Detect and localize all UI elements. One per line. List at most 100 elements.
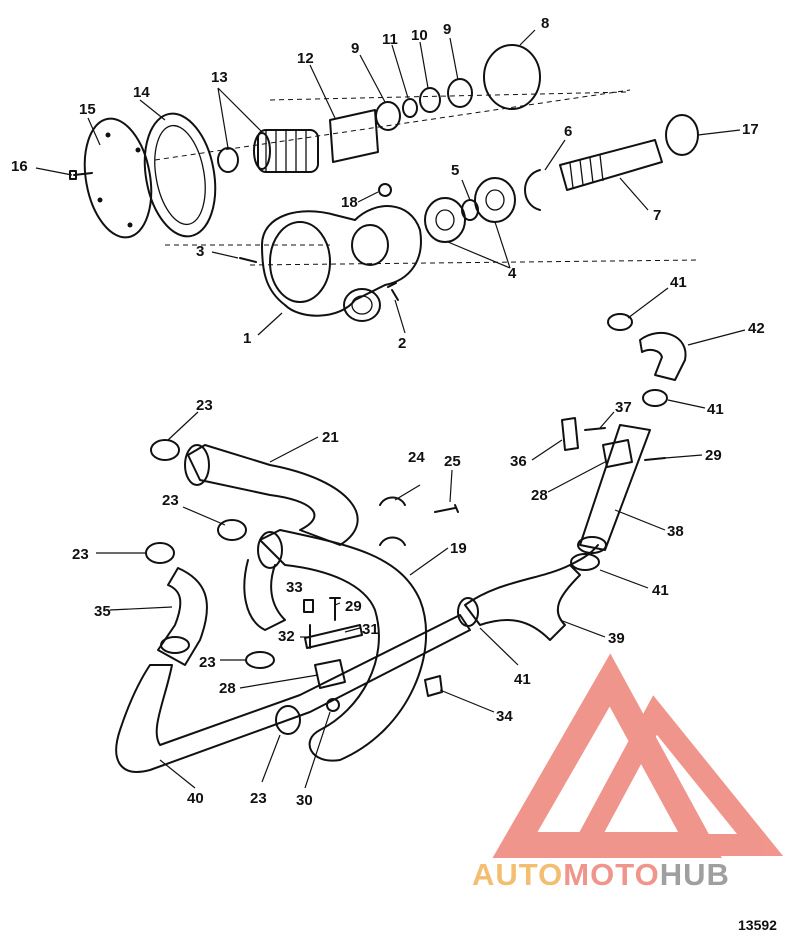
- callout-6: 6: [564, 123, 572, 140]
- part-16-screw: [69, 170, 93, 180]
- callout-29a: 29: [345, 598, 362, 615]
- part-6-snap-ring: [524, 169, 541, 211]
- part-4-bearing-b: [474, 177, 516, 223]
- part-23-clamp-d: [245, 651, 275, 669]
- callout-31: 31: [362, 621, 379, 638]
- callout-30: 30: [296, 792, 313, 809]
- watermark-logo: AUTOMOTOHUB: [472, 653, 784, 892]
- part-11-ring: [402, 98, 418, 118]
- part-17-ring: [665, 114, 699, 156]
- callout-23b: 23: [162, 492, 179, 509]
- part-15-cover-plate: [83, 117, 153, 239]
- watermark-moto: MOTO: [563, 857, 659, 892]
- part-19-tube: [259, 529, 428, 762]
- part-29-screw-a: [329, 597, 341, 621]
- callout-28b: 28: [531, 487, 548, 504]
- callout-1: 1: [243, 330, 251, 347]
- callout-15: 15: [79, 101, 96, 118]
- callout-3: 3: [196, 243, 204, 260]
- callout-42: 42: [748, 320, 765, 337]
- part-42-elbow: [639, 331, 687, 381]
- part-14-gasket: [143, 112, 217, 238]
- callout-13: 13: [211, 69, 228, 86]
- hose-assembly: [115, 313, 687, 773]
- callout-7: 7: [653, 207, 661, 224]
- callout-41a: 41: [670, 274, 687, 291]
- callout-23d: 23: [199, 654, 216, 671]
- callout-40: 40: [187, 790, 204, 807]
- callout-38: 38: [667, 523, 684, 540]
- callout-19: 19: [450, 540, 467, 557]
- part-4-bearing-a: [424, 197, 466, 243]
- callout-36: 36: [510, 453, 527, 470]
- part-2-screw: [387, 282, 399, 301]
- part-1-pump-body: [261, 205, 422, 317]
- part-13-impeller: [257, 129, 319, 173]
- part-28-clamp-a: [314, 659, 346, 689]
- callout-14: 14: [133, 84, 150, 101]
- part-40-tube: [115, 614, 471, 773]
- part-9-seal-b: [447, 78, 473, 108]
- callout-18: 18: [341, 194, 358, 211]
- part-35-hose: [157, 567, 208, 666]
- part-25-screw: [434, 504, 459, 513]
- callout-41b: 41: [707, 401, 724, 418]
- part-30-nut: [326, 698, 340, 712]
- callout-24: 24: [408, 449, 425, 466]
- callout-10: 10: [411, 27, 428, 44]
- callout-4: 4: [508, 265, 517, 282]
- callout-23c: 23: [72, 546, 89, 563]
- callout-labels: 1 2 3 4 5 6 7 8 9 10 11 9 12 13 14 15 16…: [11, 15, 765, 809]
- callout-25: 25: [444, 453, 461, 470]
- part-23-clamp-a: [150, 439, 180, 461]
- callout-23e: 23: [250, 790, 267, 807]
- callout-29b: 29: [705, 447, 722, 464]
- part-41-clamp-d: [457, 597, 479, 627]
- part-1-face: [269, 221, 331, 303]
- callout-35: 35: [94, 603, 111, 620]
- part-29-screw-b: [644, 457, 666, 461]
- figure-number: 13592: [738, 917, 777, 933]
- part-13-insert: [217, 147, 239, 173]
- part-23-clamp-f: [160, 636, 190, 654]
- part-28-clamp-b: [602, 439, 633, 468]
- part-8-oring: [483, 44, 541, 110]
- callout-8: 8: [541, 15, 549, 32]
- part-23-clamp-c: [145, 542, 175, 564]
- callout-9b: 9: [351, 40, 359, 57]
- callout-17: 17: [742, 121, 759, 138]
- part-41-clamp-a: [607, 313, 633, 331]
- part-23-clamp-b: [217, 519, 247, 541]
- part-41-clamp-c: [570, 553, 600, 571]
- part-34-fitting: [424, 675, 443, 697]
- part-31-bracket: [304, 624, 363, 649]
- leader-lines: [35, 29, 746, 789]
- callout-16: 16: [11, 158, 28, 175]
- callout-37: 37: [615, 399, 632, 416]
- callout-41d: 41: [514, 671, 531, 688]
- part-36-bracket: [561, 417, 579, 451]
- callout-34: 34: [496, 708, 513, 725]
- callout-32: 32: [278, 628, 295, 645]
- callout-21: 21: [322, 429, 339, 446]
- part-23-clamp-e: [275, 705, 301, 735]
- callout-5: 5: [451, 162, 459, 179]
- part-12-cam: [329, 109, 379, 163]
- callout-2: 2: [398, 335, 406, 352]
- watermark-text-auto: AUTOMOTOHUB: [472, 857, 730, 892]
- callout-12: 12: [297, 50, 314, 67]
- part-9-seal-a: [375, 101, 401, 131]
- watermark-auto: AUTO: [472, 857, 563, 892]
- callout-28a: 28: [219, 680, 236, 697]
- part-24-clip: [379, 496, 406, 546]
- part-7-shaft: [559, 139, 663, 191]
- part-21-hose: [187, 444, 359, 546]
- part-33-nut: [303, 599, 314, 613]
- callout-33: 33: [286, 579, 303, 596]
- part-37-screw: [584, 427, 606, 431]
- callout-39: 39: [608, 630, 625, 647]
- part-18-nut: [378, 183, 392, 197]
- callout-41c: 41: [652, 582, 669, 599]
- pump-assembly: [69, 44, 701, 322]
